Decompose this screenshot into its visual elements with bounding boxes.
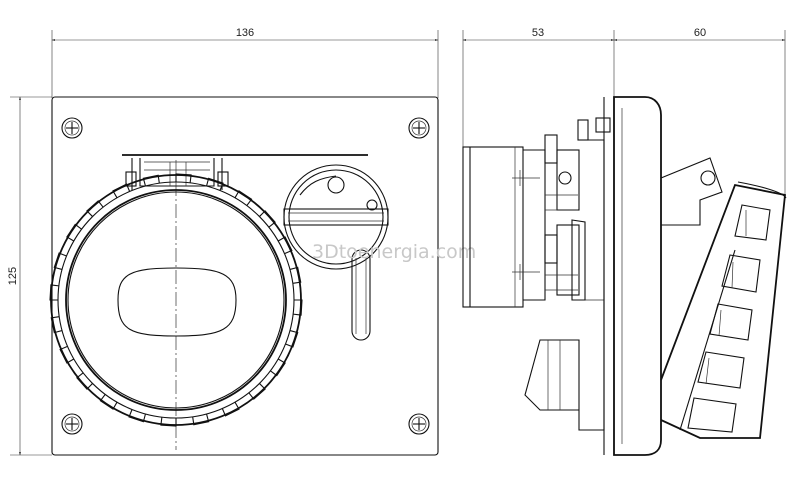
screw-top-left: [61, 117, 83, 139]
knurl-tooth: [277, 236, 293, 255]
knurl-tooth: [66, 223, 82, 242]
knurl-tooth: [234, 190, 253, 206]
knurl-tooth: [160, 417, 177, 427]
knurl-tooth: [206, 177, 224, 191]
knurl-tooth: [289, 266, 302, 284]
knurl-tooth: [53, 252, 67, 270]
rotary-switch: [283, 164, 389, 341]
socket-collar: [49, 173, 303, 427]
knurl-tooth: [142, 174, 160, 187]
knurl-tooth: [112, 183, 131, 199]
knurl-tooth: [50, 316, 63, 334]
dim-label-height: 125: [7, 267, 19, 285]
screw-bottom-left: [61, 413, 83, 435]
knurl-tooth: [221, 401, 240, 417]
knurl-tooth: [76, 372, 93, 390]
knurl-tooth: [59, 345, 75, 364]
dim-label-depth-front: 60: [694, 27, 706, 39]
knurl-tooth: [270, 358, 286, 377]
knurl-tooth: [99, 394, 118, 410]
watermark-text: 3Dtoenergia.com: [312, 241, 476, 263]
knurl-tooth: [128, 409, 146, 423]
screw-top-right: [408, 117, 430, 139]
screw-bottom-right: [408, 413, 430, 435]
dim-label-width: 136: [236, 27, 254, 39]
knurl-tooth: [49, 284, 59, 301]
knurl-tooth: [293, 299, 303, 316]
dimension-lines: [10, 30, 786, 456]
knurl-tooth: [192, 413, 210, 426]
front-view: [49, 96, 439, 456]
knurl-tooth: [285, 330, 299, 348]
dim-label-depth-back: 53: [532, 27, 544, 39]
knurl-tooth: [248, 383, 266, 400]
side-view: [462, 96, 787, 456]
knurl-tooth: [175, 173, 192, 183]
knurl-tooth: [86, 200, 104, 217]
knurl-tooth: [259, 210, 276, 228]
side-socket-housing: [660, 181, 787, 439]
